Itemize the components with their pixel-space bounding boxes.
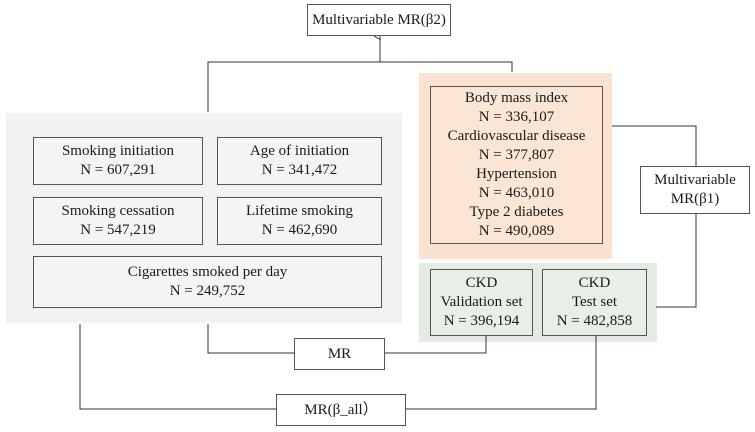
connector-to-beta1: [612, 125, 697, 166]
mediators-box: Body mass index N = 336,107 Cardiovascul…: [430, 86, 603, 244]
smoking-cessation-box: Smoking cessation N = 547,219: [33, 197, 203, 245]
age-of-initiation-box: Age of initiation N = 341,472: [217, 137, 382, 185]
mediator-n: N = 336,107: [478, 109, 555, 125]
cigarettes-per-day-box: Cigarettes smoked per day N = 249,752: [33, 256, 382, 308]
ckd-test-line2: Test set: [571, 294, 618, 310]
exposure-n: N = 249,752: [169, 283, 246, 299]
ckd-test-line1: CKD: [578, 275, 611, 291]
exposure-n: N = 341,472: [261, 162, 338, 178]
exposure-name: Lifetime smoking: [245, 203, 354, 219]
exposure-n: N = 547,219: [80, 222, 156, 238]
mediator-name: Cardiovascular disease: [447, 128, 586, 144]
ckd-test-box: CKD Test set N = 482,858: [542, 269, 647, 336]
ckd-validation-n: N = 396,194: [443, 313, 520, 329]
ckd-validation-line1: CKD: [465, 275, 498, 291]
mr-all-label: MR(β_all）: [304, 401, 378, 418]
exposure-name: Smoking cessation: [61, 203, 175, 219]
mediator-name: Hypertension: [476, 166, 557, 182]
multivariable-mr-beta1-box: Multivariable MR(β1): [640, 166, 750, 214]
mediator-n: N = 463,010: [478, 185, 555, 201]
exposure-name: Cigarettes smoked per day: [127, 264, 288, 280]
connector-mr-left: [207, 324, 294, 354]
lifetime-smoking-box: Lifetime smoking N = 462,690: [217, 197, 382, 245]
ckd-validation-line2: Validation set: [440, 294, 523, 310]
exposure-name: Age of initiation: [249, 143, 350, 159]
smoking-initiation-box: Smoking initiation N = 607,291: [33, 137, 203, 185]
exposure-name: Smoking initiation: [61, 143, 175, 159]
beta1-line2: MR(β1): [670, 191, 720, 207]
multivariable-mr-beta2-box: Multivariable MR(β2): [307, 4, 451, 36]
connector-mr-right: [385, 336, 487, 354]
mediator-n: N = 377,807: [478, 147, 555, 163]
connector-beta1-to-ckd: [656, 214, 697, 308]
mediator-name: Body mass index: [464, 90, 569, 106]
beta1-line1: Multivariable: [654, 172, 736, 188]
mr-all-box: MR(β_all）: [276, 394, 406, 426]
connector-mrall-right: [406, 336, 597, 410]
connector-mrall-left: [79, 324, 276, 410]
mr-box: MR: [294, 338, 385, 370]
connector-to-beta2: [207, 61, 513, 112]
mediator-name: Type 2 diabetes: [469, 204, 564, 220]
ckd-test-n: N = 482,858: [556, 313, 633, 329]
exposure-n: N = 607,291: [80, 162, 156, 178]
mr-label: MR: [327, 345, 352, 362]
mediator-n: N = 490,089: [478, 223, 555, 239]
ckd-validation-box: CKD Validation set N = 396,194: [430, 269, 533, 336]
multivariable-mr-beta2-label: Multivariable MR(β2): [312, 11, 446, 28]
exposure-n: N = 462,690: [261, 222, 338, 238]
